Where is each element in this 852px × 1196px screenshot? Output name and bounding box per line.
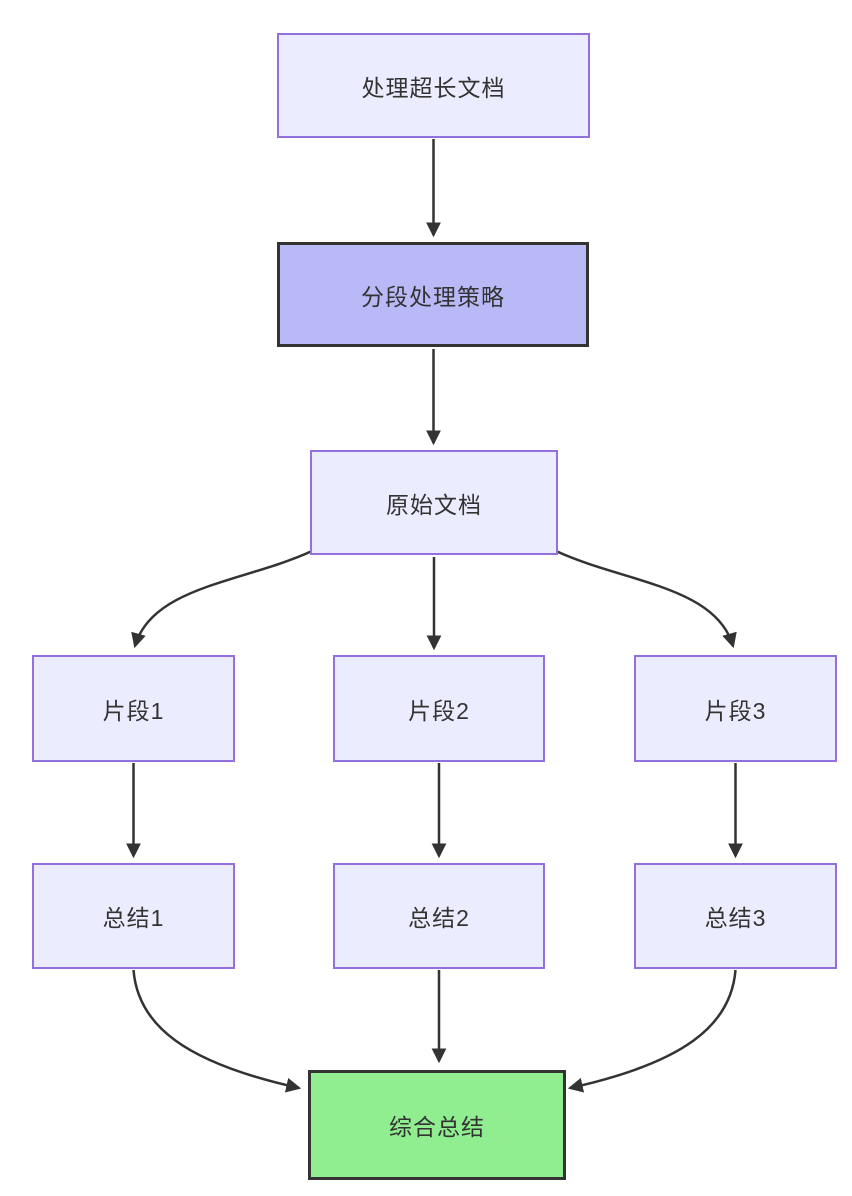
node-label: 处理超长文档: [361, 74, 506, 101]
node-label: 片段3: [704, 697, 767, 724]
node-label: 总结3: [704, 905, 767, 931]
node-final-summary: 综合总结: [308, 1070, 566, 1180]
node-label: 总结1: [102, 905, 165, 931]
node-label: 片段1: [102, 697, 165, 724]
node-fragment-3: 片段3: [634, 655, 837, 762]
node-label: 总结2: [408, 905, 470, 931]
node-label: 片段2: [408, 697, 470, 724]
node-label: 分段处理策略: [361, 283, 505, 310]
edge-source-chunk1: [131, 549, 313, 649]
node-summary-2: 总结2: [333, 863, 545, 969]
node-label: 原始文档: [386, 491, 482, 518]
edge-source-chunk3: [555, 549, 737, 649]
node-fragment-2: 片段2: [333, 655, 545, 762]
node-fragment-1: 片段1: [32, 655, 235, 762]
node-original-doc: 原始文档: [310, 450, 558, 555]
node-label: 综合总结: [389, 1114, 485, 1140]
edge-summary1-final: [132, 969, 302, 1093]
node-process-long-doc: 处理超长文档: [277, 33, 590, 138]
node-summary-3: 总结3: [634, 863, 837, 969]
node-segmentation-strategy: 分段处理策略: [277, 242, 589, 347]
edge-summary3-final: [567, 969, 737, 1093]
node-summary-1: 总结1: [32, 863, 235, 969]
